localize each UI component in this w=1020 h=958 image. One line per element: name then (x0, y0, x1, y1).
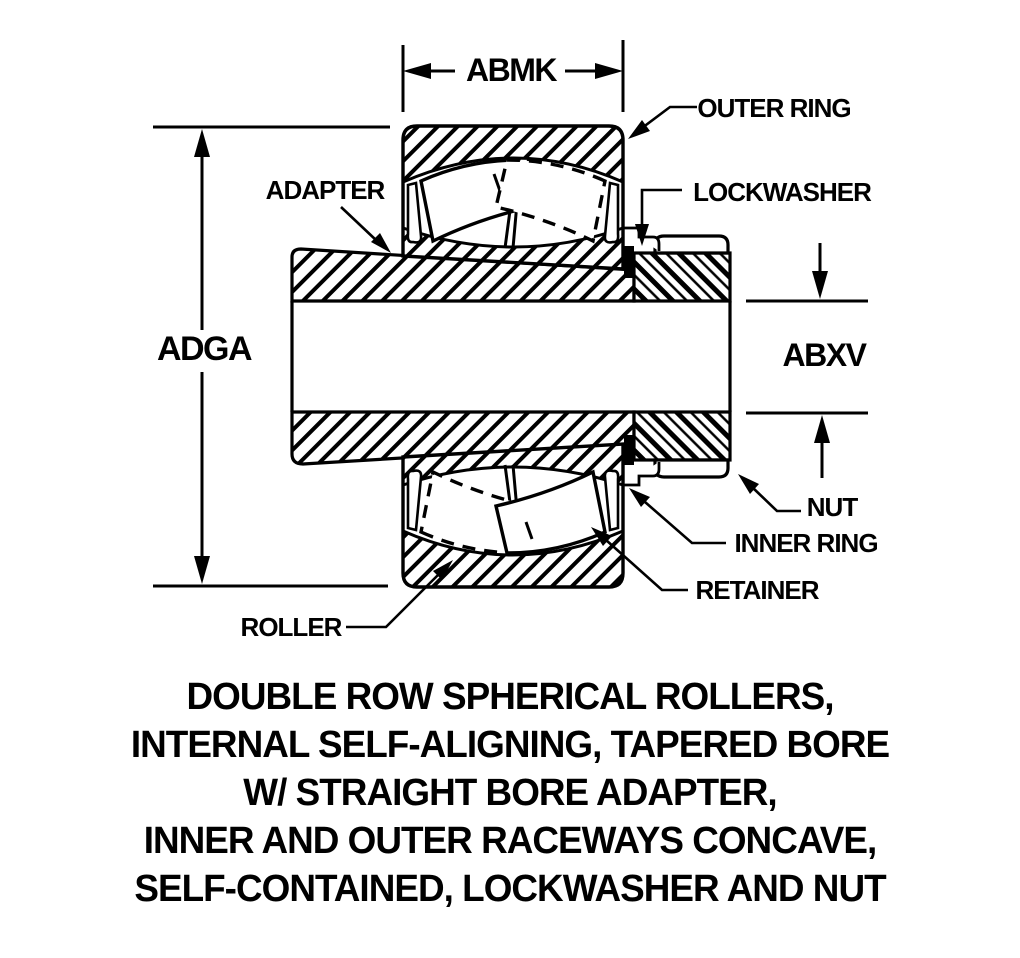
dimension-label-abmk: ABMK (466, 52, 557, 88)
part-label-roller: ROLLER (240, 612, 343, 642)
leader-lockwasher (640, 188, 682, 228)
bearing-section-drawing (153, 40, 868, 629)
part-label-adapter: ADAPTER (265, 175, 386, 205)
figure-caption: DOUBLE ROW SPHERICAL ROLLERS, INTERNAL S… (0, 673, 1020, 913)
leader-adapter (340, 206, 378, 242)
caption-line: W/ STRAIGHT BORE ADAPTER, (243, 772, 777, 814)
leader-outer-ring (633, 105, 697, 136)
nut-shape (632, 234, 732, 479)
caption-line: INTERNAL SELF-ALIGNING, TAPERED BORE (130, 724, 890, 766)
retainer-prong (603, 469, 620, 532)
caption-line: SELF-CONTAINED, LOCKWASHER AND NUT (134, 868, 886, 910)
inner-ring-step-bottom (623, 462, 661, 487)
dimension-adga (153, 125, 390, 588)
caption-line: DOUBLE ROW SPHERICAL ROLLERS, (186, 676, 835, 718)
lower-bearing-block (401, 442, 625, 589)
lockwasher-tab-bottom (624, 435, 634, 465)
caption-line: INNER AND OUTER RACEWAYS CONCAVE, (143, 820, 878, 862)
part-label-retainer: RETAINER (695, 575, 820, 605)
lockwasher-tab-top (624, 246, 634, 278)
roller-section-hidden (493, 158, 607, 244)
retainer-prong (406, 181, 423, 244)
part-label-inner-ring: INNER RING (734, 528, 878, 558)
leader-retainer (605, 539, 688, 592)
upper-bearing-block (401, 124, 625, 271)
part-label-outer-ring: OUTER RING (697, 93, 851, 123)
leader-roller (346, 572, 441, 629)
retainer-prong (406, 469, 423, 532)
leader-nut (751, 486, 801, 513)
leader-inner-ring (644, 501, 726, 545)
retainer-prong (603, 181, 620, 244)
dimension-abxv (746, 243, 868, 478)
roller-section-solid (493, 469, 607, 555)
dimension-label-abxv: ABXV (782, 337, 867, 373)
part-label-nut: NUT (806, 492, 858, 522)
adapter-sleeve (290, 247, 636, 466)
part-label-lockwasher: LOCKWASHER (693, 177, 872, 207)
leader-lines (340, 105, 801, 629)
dimension-abmk (401, 40, 625, 112)
dimension-label-adga: ADGA (156, 330, 253, 368)
